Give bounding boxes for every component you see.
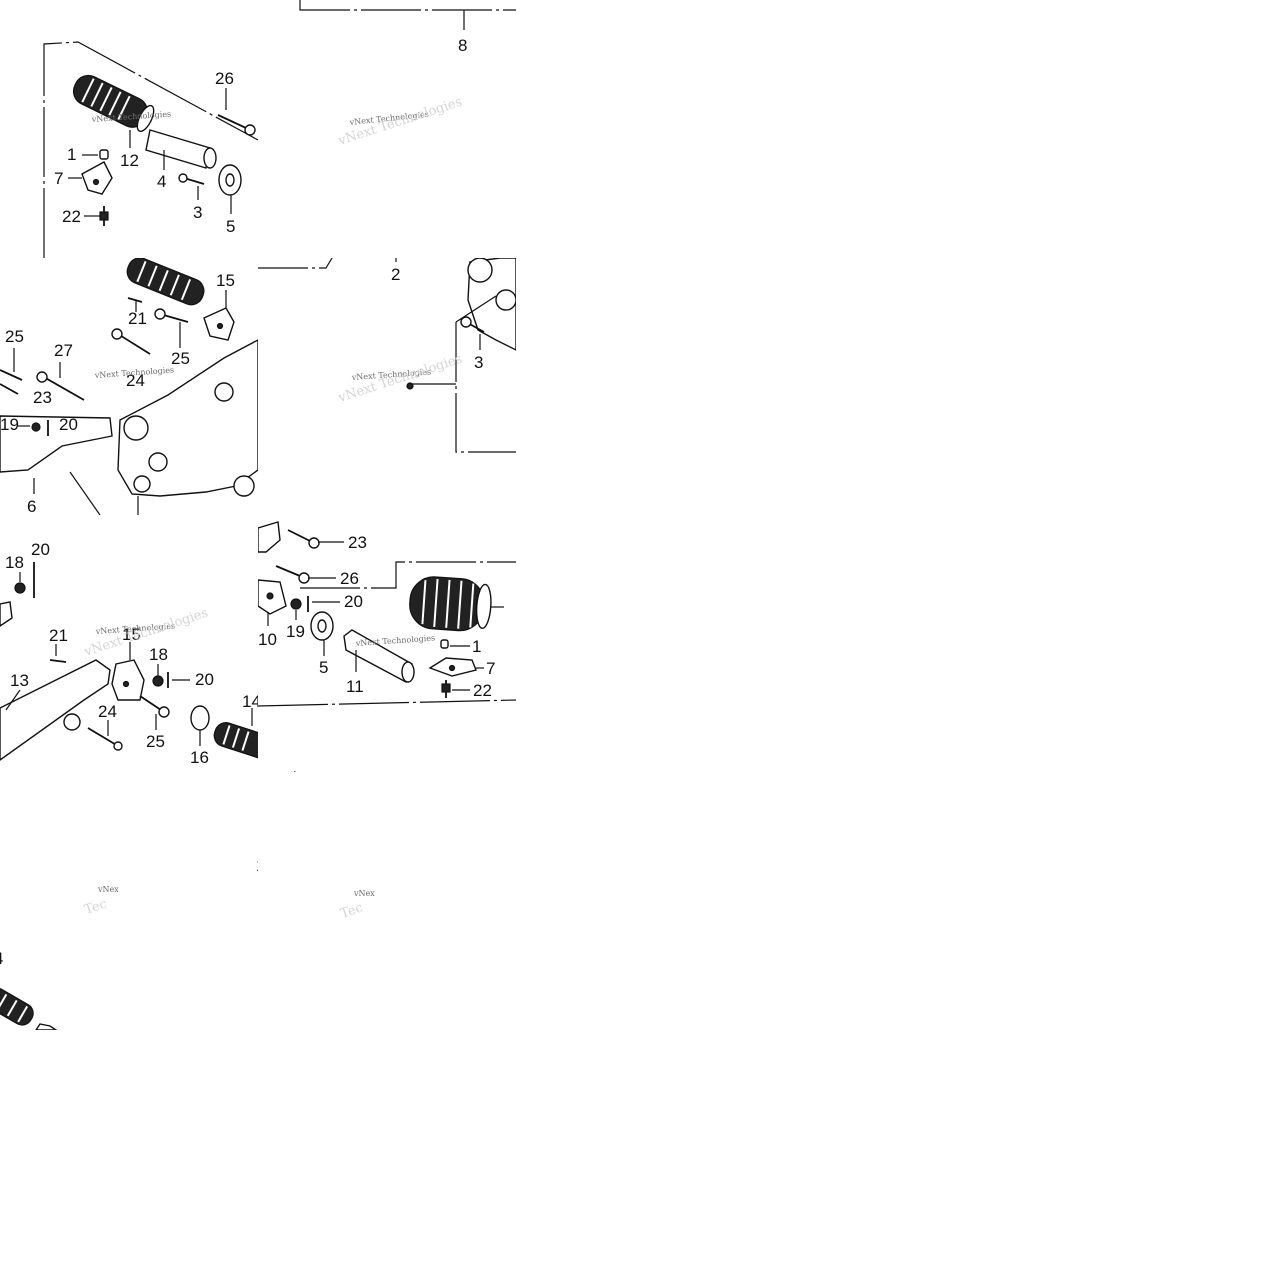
callout-25: 25 <box>171 349 190 368</box>
callout-25: 25 <box>5 327 24 346</box>
callout-15: 15 <box>122 625 141 644</box>
callout-25: 25 <box>146 732 165 751</box>
footpeg-rubber <box>72 74 155 132</box>
callout-13: 13 <box>10 671 29 690</box>
callout-12: 12 <box>120 151 139 170</box>
watermark-partial: vNex <box>353 889 375 898</box>
callout-22: 22 <box>473 681 492 700</box>
callout-3: 3 <box>474 353 483 372</box>
callout-26: 26 <box>340 569 359 588</box>
callout-4: 4 <box>0 949 3 968</box>
tile-top-frame: 8 vNext Technologies vNext Technologies <box>299 0 516 149</box>
callout-24: 24 <box>98 702 117 721</box>
callout-16: 16 <box>190 748 209 767</box>
step-arm <box>0 659 111 761</box>
callout-24: 24 <box>126 371 145 390</box>
callout-1: 1 <box>67 145 76 164</box>
callout-19: 19 <box>286 622 305 641</box>
callout-10: 10 <box>258 630 277 649</box>
callout-27: 27 <box>54 341 73 360</box>
callout-8: 8 <box>458 36 467 55</box>
callout-2: 2 <box>391 265 400 284</box>
callout-20: 20 <box>195 670 214 689</box>
callout-18: 18 <box>5 553 24 572</box>
watermark-partial: vNex <box>97 885 119 894</box>
callout-5: 5 <box>226 217 235 236</box>
callout-6: 6 <box>27 497 36 516</box>
callout-23: 23 <box>348 533 367 552</box>
callout-15: 15 <box>216 271 235 290</box>
watermark: vNext Technologies <box>355 633 436 648</box>
callout-21: 21 <box>49 626 68 645</box>
callout-21: 21 <box>128 309 147 328</box>
tile-right-footpeg: 23 26 20 10 19 5 11 1 7 22 17 vNext Tech… <box>258 521 516 842</box>
callout-7: 7 <box>54 169 63 188</box>
watermark-partial-shadow: Tec <box>83 897 109 918</box>
callout-23: 23 <box>33 388 52 407</box>
tile-left-bracket: 15 21 25 27 24 25 23 19 20 6 vNext Techn… <box>0 258 258 516</box>
callout-19: 19 <box>0 415 19 434</box>
callout-4: 4 <box>157 172 166 191</box>
tile-right-frame: 2 3 vNext Technologies vNext Technologie… <box>258 258 516 453</box>
forward-arrow: FWD <box>261 123 317 164</box>
callout-11: 11 <box>346 677 364 696</box>
callout-7: 7 <box>486 659 495 678</box>
callout-20: 20 <box>344 592 363 611</box>
bracket <box>81 161 113 195</box>
tile-bottom-left: 12 4 vNex Tec <box>0 856 275 1030</box>
tile-front-left-footpeg: FWD 26 1 12 7 4 3 22 5 vNext Technologie… <box>43 41 317 258</box>
tile-lower-arm: 18 20 21 15 18 20 13 24 25 14 16 vNext T… <box>0 540 261 767</box>
callout-26: 26 <box>215 69 234 88</box>
callout-1: 1 <box>472 637 481 656</box>
callout-3: 3 <box>193 203 202 222</box>
watermark-partial-shadow: Tec <box>339 901 365 922</box>
callout-22: 22 <box>62 207 81 226</box>
callout-12: 12 <box>256 856 275 875</box>
callout-14: 14 <box>242 692 261 711</box>
footpeg-bar <box>145 129 211 169</box>
callout-20: 20 <box>59 415 78 434</box>
tile-bottom-middle: vNex Tec <box>339 889 376 922</box>
callout-18: 18 <box>149 645 168 664</box>
fwd-label: FWD <box>279 124 317 155</box>
callout-17: 17 <box>316 823 335 842</box>
callout-5: 5 <box>319 658 328 677</box>
callout-20: 20 <box>31 540 50 559</box>
